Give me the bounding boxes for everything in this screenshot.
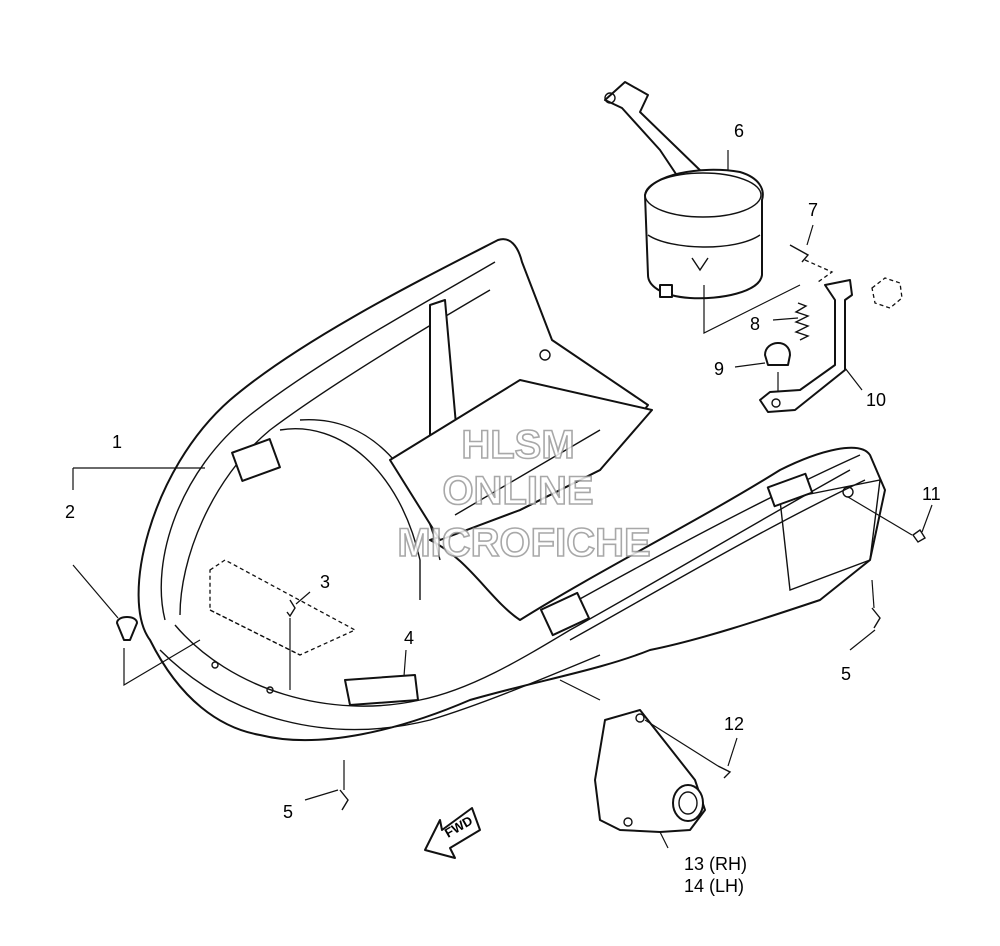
callouts: 1 2 3 4 5 5 6 7 8 9 10 11 12 13 (RH) 14 … <box>65 121 941 896</box>
callout-6: 6 <box>734 121 744 141</box>
spring-part-8 <box>794 302 810 341</box>
callout-5-right: 5 <box>841 664 851 684</box>
watermark-line-3: MICROFICHE <box>397 521 650 565</box>
dashed-nut <box>871 277 903 309</box>
callout-4: 4 <box>404 628 414 648</box>
muffler-part <box>604 81 764 300</box>
watermark-line-1: HLSM <box>461 423 574 467</box>
forward-direction-arrow: FWD <box>424 807 481 859</box>
callout-5-left: 5 <box>283 802 293 822</box>
fastener-part-2 <box>116 616 138 641</box>
callout-12: 12 <box>724 714 744 734</box>
screw-part-11 <box>912 528 926 543</box>
callout-3: 3 <box>320 572 330 592</box>
seat-base-part <box>137 238 886 742</box>
watermark-line-2: ONLINE <box>442 469 593 513</box>
grommet-part-9 <box>764 342 791 366</box>
callout-2: 2 <box>65 502 75 522</box>
bracket-part-10 <box>759 279 853 413</box>
rivet-part-5-left <box>339 789 349 811</box>
callout-1: 1 <box>112 432 122 452</box>
dashed-link <box>804 259 834 283</box>
callout-10: 10 <box>866 390 886 410</box>
callout-11: 11 <box>922 484 941 504</box>
callout-9: 9 <box>714 359 724 379</box>
dashed-mounting-area <box>209 559 357 656</box>
watermark: HLSM ONLINE MICROFICHE <box>397 422 652 566</box>
rivet-part-12 <box>717 765 732 779</box>
callout-13-rh: 13 (RH) <box>684 854 747 874</box>
leader-lines <box>72 150 933 849</box>
callout-7: 7 <box>808 200 818 220</box>
rivet-part-5-right <box>871 607 881 629</box>
fastener-part-3 <box>286 599 296 618</box>
callout-14-lh: 14 (LH) <box>684 876 744 896</box>
dashed-line <box>209 609 301 656</box>
pad-part-4 <box>344 674 419 706</box>
callout-8: 8 <box>750 314 760 334</box>
clip-part-7 <box>789 244 810 263</box>
